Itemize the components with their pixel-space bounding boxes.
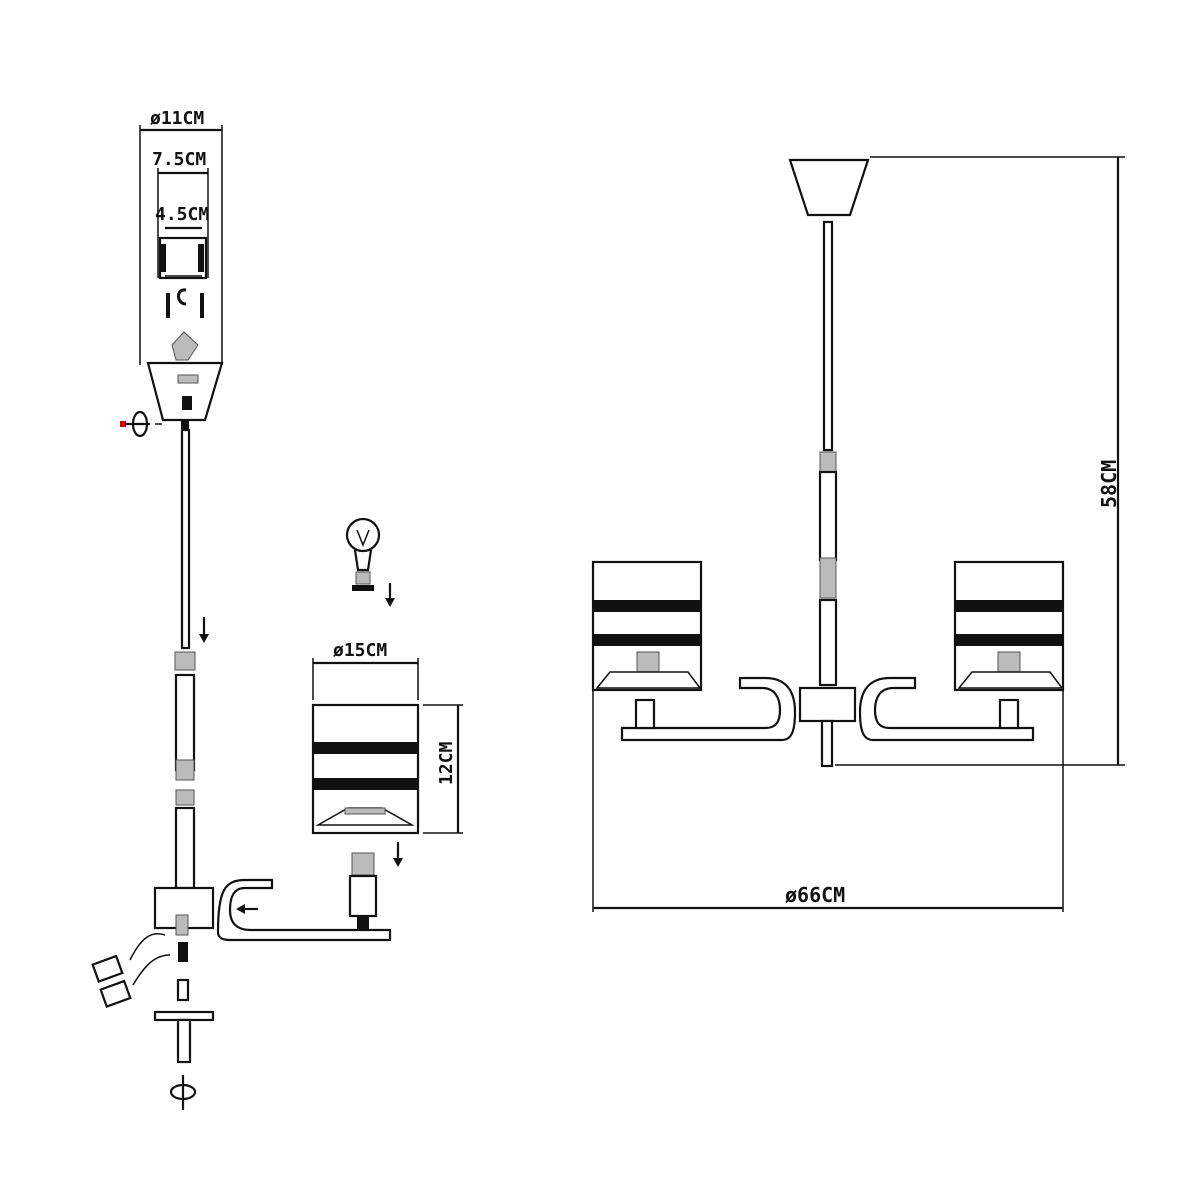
screw-right-icon bbox=[200, 293, 204, 318]
bulb-icon bbox=[345, 517, 395, 607]
shade-diameter-label: ø15CM bbox=[333, 640, 387, 661]
canopy-exploded bbox=[146, 331, 224, 431]
canopy-diameter-label: ø11CM bbox=[150, 108, 204, 129]
canopy-dimension-group: ø11CM 7.5CM 4.5CM bbox=[139, 108, 223, 365]
total-height-dimension: 58CM bbox=[835, 156, 1125, 766]
bracket-slot-left bbox=[160, 244, 166, 272]
socket-exploded bbox=[348, 842, 403, 930]
ceiling-hook-icon bbox=[177, 288, 187, 306]
wire-connector-icon bbox=[171, 331, 199, 361]
terminal-left-2 bbox=[99, 979, 132, 1008]
assembled-arm-left bbox=[620, 676, 797, 742]
total-height-label: 58CM bbox=[1097, 460, 1121, 508]
assembled-canopy bbox=[788, 158, 870, 768]
mounting-bracket bbox=[158, 236, 208, 318]
rotate-arrow-top-icon bbox=[120, 410, 162, 438]
bracket-slot-right bbox=[198, 244, 204, 272]
shade-dimension-group: ø15CM 12CM bbox=[312, 640, 463, 834]
assembled-downrod bbox=[822, 220, 834, 452]
wire-connectors-exploded bbox=[91, 933, 190, 1008]
downrod-exploded bbox=[174, 428, 209, 890]
bracket-inner-label: 4.5CM bbox=[155, 204, 209, 225]
rotate-arrow-bottom-icon bbox=[169, 1075, 197, 1110]
assembled-arm-right bbox=[858, 676, 1035, 742]
hub-and-arm-exploded bbox=[153, 878, 392, 942]
total-width-dimension: ø66CM bbox=[592, 690, 1064, 912]
shade-height-label: 12CM bbox=[436, 741, 457, 785]
base-plate-exploded bbox=[153, 1010, 215, 1064]
terminal-left-1 bbox=[91, 954, 124, 983]
assembled-shade-right bbox=[953, 560, 1065, 692]
assembled-hub bbox=[798, 686, 857, 723]
assembled-shade-left bbox=[591, 560, 703, 692]
lamp-arm bbox=[216, 878, 392, 942]
bracket-width-label: 7.5CM bbox=[152, 149, 206, 170]
screw-left-icon bbox=[166, 293, 170, 318]
total-width-label: ø66CM bbox=[785, 883, 845, 907]
lampshade-exploded bbox=[311, 703, 420, 835]
